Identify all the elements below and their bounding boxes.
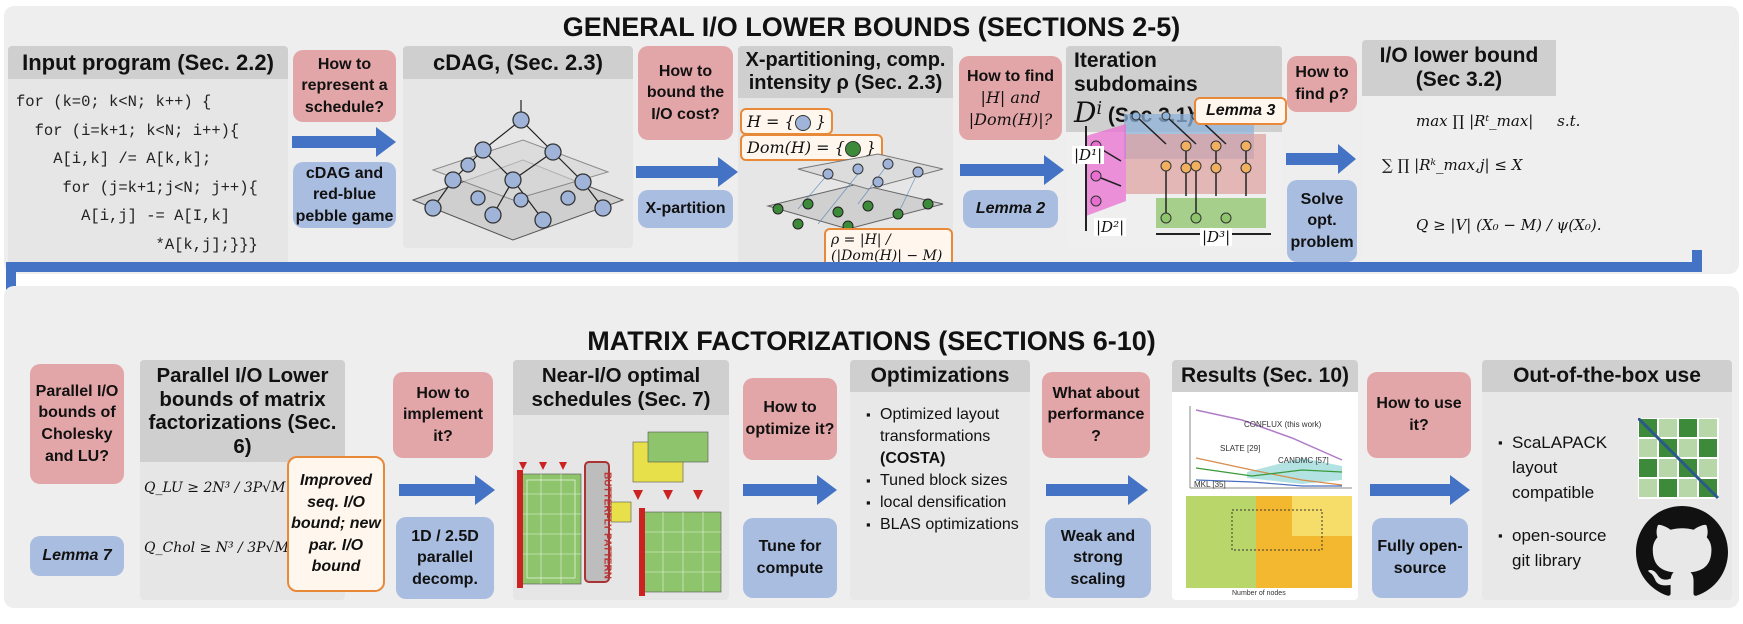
question-find-h-dom: How to find |H| and |Dom(H)|? [959, 56, 1062, 140]
optimizations-panel: Optimizations Optimized layout transform… [850, 360, 1030, 600]
optimizations-title: Optimizations [850, 360, 1030, 393]
question-bound-io-cost: How to bound the I/O cost? [638, 46, 733, 140]
answer-lemma-7: Lemma 7 [30, 536, 124, 576]
question-optimize: How to optimize it? [743, 378, 837, 460]
matrix-factorizations-title: MATRIX FACTORIZATIONS (SECTIONS 6-10) [587, 326, 1156, 356]
x-partition-title: X-partitioning, comp. intensity ρ (Sec. … [738, 46, 953, 98]
lu-bound-formula: Q_LU ≥ 2N³ / 3P√M [144, 480, 286, 496]
answer-parallel-decomp: 1D / 2.5D parallel decomp. [396, 517, 494, 599]
optimization-item: local densification [866, 492, 1026, 514]
butterfly-schedule-illustration [517, 431, 722, 596]
input-program-panel: Input program (Sec. 2.2) for (k=0; k<N; … [8, 46, 288, 272]
results-x-label: Number of nodes [1232, 590, 1286, 597]
answer-lemma-2: Lemma 2 [963, 190, 1058, 228]
optimizations-list: Optimized layout transformations (COSTA)… [866, 404, 1026, 536]
question-performance: What about performance ? [1042, 372, 1150, 458]
x-partition-graph-illustration [766, 153, 944, 232]
arrow-right-icon [636, 157, 738, 187]
answer-weak-strong-scaling: Weak and strong scaling [1045, 518, 1151, 598]
d2-label: |D²| [1094, 218, 1127, 236]
near-optimal-panel: Near-I/O optimal schedules (Sec. 7) BUTT… [513, 360, 729, 600]
io-lower-bound-title: I/O lower bound (Sec 3.2) [1362, 40, 1556, 97]
general-io-title: GENERAL I/O LOWER BOUNDS (SECTIONS 2-5) [562, 12, 1181, 42]
improved-bound-note: Improved seq. I/O bound; new par. I/O bo… [287, 456, 385, 592]
ootb-item-git: open-source git library [1498, 523, 1608, 573]
cdag-panel: cDAG, (Sec. 2.3) [403, 46, 633, 248]
scalapack-grid-icon [1638, 418, 1720, 500]
cholesky-bound-formula: Q_Chol ≥ N³ / 3P√M [144, 540, 289, 556]
results-title: Results (Sec. 10) [1172, 360, 1358, 393]
arrow-right-icon [743, 475, 837, 505]
question-how-to-use: How to use it? [1367, 372, 1471, 458]
results-series-conflux: CONFLUX (this work) [1244, 420, 1322, 429]
question-find-rho: How to find ρ? [1287, 56, 1357, 112]
input-program-title: Input program (Sec. 2.2) [8, 46, 288, 80]
connector-line-horizontal [6, 262, 1702, 272]
io-lower-bound-panel: I/O lower bound (Sec 3.2) max ∏ |Rᵗ_max|… [1362, 40, 1730, 272]
parallel-lower-bounds-title: Parallel I/O Lower bounds of matrix fact… [140, 360, 345, 463]
butterfly-pattern-label: BUTTERFLY PATTERN [601, 472, 613, 579]
ootb-item-scalapack: ScaLAPACK layout compatible [1498, 430, 1608, 505]
arrow-right-icon [399, 475, 495, 505]
results-series-slate: SLATE [29] [1220, 444, 1261, 453]
cdag-title: cDAG, (Sec. 2.3) [403, 46, 633, 80]
question-implement: How to implement it? [393, 372, 493, 458]
github-logo-icon[interactable] [1636, 506, 1728, 598]
results-panel: Results (Sec. 10) CONFLUX (this work) SL… [1172, 360, 1358, 600]
results-series-mkl: MKL [35] [1194, 480, 1226, 489]
io-formula-objective: max ∏ |Rᵗ_max| s.t. [1416, 112, 1581, 130]
answer-tune-compute: Tune for compute [743, 518, 837, 598]
arrow-right-icon [1286, 144, 1356, 174]
out-of-the-box-title: Out-of-the-box use [1482, 360, 1732, 393]
answer-cdag-pebble: cDAG and red-blue pebble game [293, 162, 396, 228]
arrow-right-icon [1046, 475, 1148, 505]
optimization-item: Optimized layout transformations (COSTA) [866, 404, 1026, 470]
io-formula-constraint: ∑ ∏ |Rᵏ_max,j| ≤ X [1382, 156, 1523, 174]
input-program-code: for (k=0; k<N; k++) { for (i=k+1; k<N; i… [16, 93, 258, 254]
near-optimal-title: Near-I/O optimal schedules (Sec. 7) [513, 360, 729, 416]
io-formula-bound: Q ≥ |V| (X₀ − M) / ψ(X₀). [1416, 216, 1602, 234]
out-of-the-box-list: ScaLAPACK layout compatible open-source … [1498, 430, 1608, 573]
optimization-item: Tuned block sizes [866, 470, 1026, 492]
connector-line-vertical-right [1692, 250, 1702, 266]
parallel-lower-bounds-panel: Parallel I/O Lower bounds of matrix fact… [140, 360, 345, 600]
arrow-right-icon [1370, 475, 1470, 505]
results-performance-chart [1186, 406, 1352, 588]
results-series-candmc: CANDMC [57] [1278, 456, 1329, 465]
answer-open-source: Fully open-source [1372, 518, 1468, 598]
d1-label: |D¹| [1072, 146, 1105, 164]
optimization-item: BLAS optimizations [866, 514, 1026, 536]
h-set-label: H = { } [740, 108, 833, 135]
iteration-subdomains-panel: Iteration subdomains Di (Sec 3.1) |D¹| |… [1066, 46, 1282, 248]
question-represent-schedule: How to represent a schedule? [293, 50, 396, 122]
cdag-graph-illustration [411, 100, 625, 241]
question-parallel-bounds: Parallel I/O bounds of Cholesky and LU? [30, 364, 124, 484]
lemma-3-label: Lemma 3 [1194, 97, 1288, 125]
x-partition-panel: X-partitioning, comp. intensity ρ (Sec. … [738, 46, 953, 272]
answer-solve-opt-problem: Solve opt. problem [1287, 180, 1357, 262]
answer-x-partition: X-partition [638, 190, 733, 228]
d3-label: |D³| [1200, 228, 1233, 246]
out-of-the-box-panel: Out-of-the-box use ScaLAPACK layout comp… [1482, 360, 1732, 600]
dom-set-label: Dom(H) = { } [740, 134, 884, 161]
arrow-right-icon [960, 155, 1064, 185]
arrow-right-icon [292, 127, 396, 157]
